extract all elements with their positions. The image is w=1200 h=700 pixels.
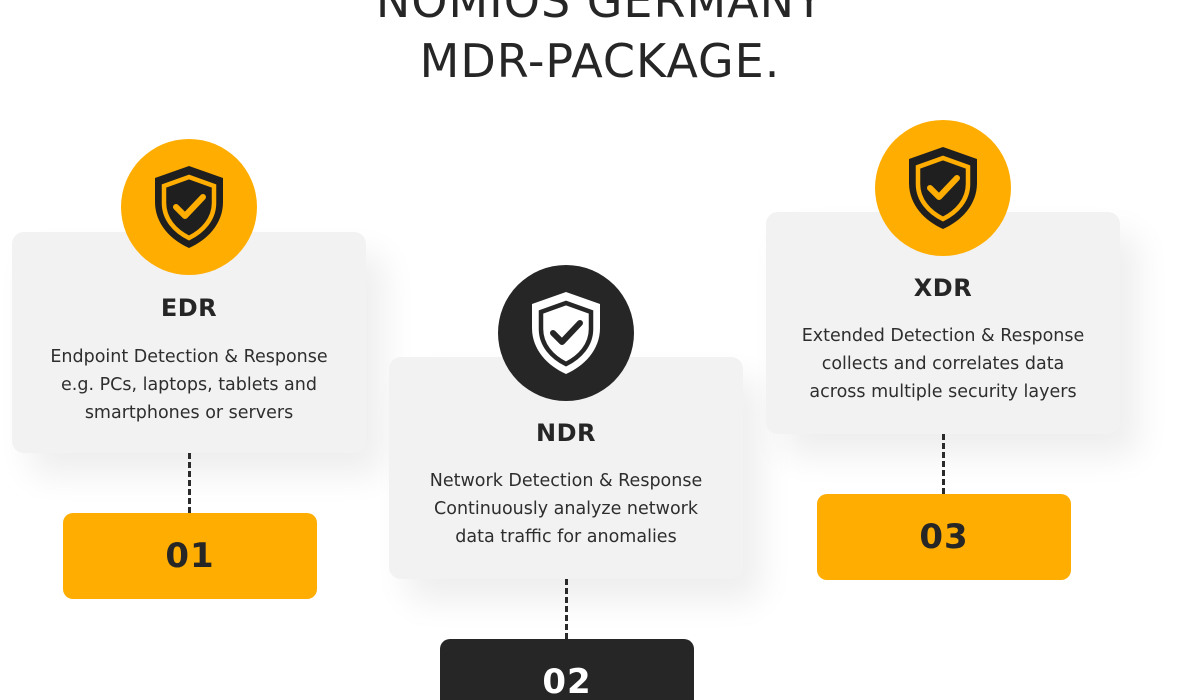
xdr-desc-line: across multiple security layers [809,382,1077,402]
xdr-desc-line: collects and correlates data [821,354,1065,374]
ndr-card-description: Network Detection & Response Continuousl… [389,467,743,551]
shield-check-icon [532,292,600,374]
step-01-box: 01 [63,513,317,599]
edr-badge [121,139,257,275]
edr-desc-line: Endpoint Detection & Response [50,347,328,367]
shield-check-icon [155,166,223,248]
page-title-line-2: MDR-PACKAGE. [419,34,781,88]
xdr-desc-line: Extended Detection & Response [801,326,1085,346]
ndr-connector [565,579,568,639]
ndr-desc-line: data traffic for anomalies [455,527,677,547]
edr-connector [188,453,191,513]
page-title-line-1: NOMIOS GERMANY [375,0,825,28]
shield-check-icon [909,147,977,229]
ndr-card-title: NDR [536,419,596,447]
step-03-box: 03 [817,494,1071,580]
ndr-desc-line: Network Detection & Response [429,471,703,491]
edr-desc-line: e.g. PCs, laptops, tablets and [61,375,317,395]
ndr-desc-line: Continuously analyze network [434,499,698,519]
xdr-connector [942,434,945,494]
ndr-card: NDR Network Detection & Response Continu… [389,357,743,579]
xdr-card-description: Extended Detection & Response collects a… [766,322,1120,406]
edr-card-description: Endpoint Detection & Response e.g. PCs, … [12,343,366,427]
edr-card-title: EDR [160,294,218,322]
edr-desc-line: smartphones or servers [84,403,294,423]
xdr-card-title: XDR [913,274,973,302]
step-02-box: 02 [440,639,694,700]
ndr-badge [498,265,634,401]
xdr-badge [875,120,1011,256]
